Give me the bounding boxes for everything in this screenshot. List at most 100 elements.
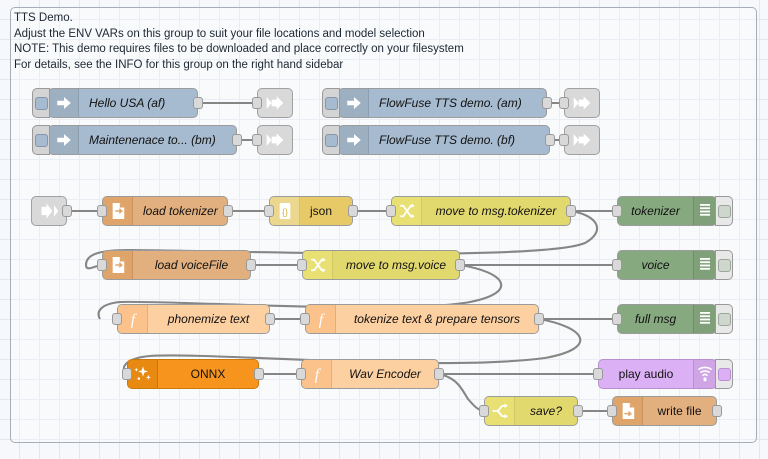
debug-toggle-swatch	[717, 258, 731, 272]
output-port[interactable]	[265, 313, 275, 325]
inject-node-flowfuse-bf[interactable]: FlowFuse TTS demo. (bf)	[322, 125, 555, 155]
node-label: Wav Encoder	[349, 367, 421, 381]
function-icon: f	[302, 360, 332, 388]
output-port[interactable]	[573, 405, 583, 417]
input-port[interactable]	[612, 259, 622, 271]
debug-bars-icon	[693, 197, 716, 225]
group-comment-line-4: For details, see the INFO for this group…	[14, 58, 344, 71]
inject-arrow-icon	[49, 89, 79, 117]
node-label: save?	[529, 404, 563, 418]
node-label: ONNX	[190, 367, 226, 381]
speaker-icon	[693, 360, 716, 388]
file-in-node-load-voicefile[interactable]: load voiceFile	[97, 250, 256, 280]
link-out-node-2[interactable]	[252, 125, 293, 155]
output-port[interactable]	[455, 259, 465, 271]
inject-button-maintenance[interactable]	[32, 125, 50, 155]
change-node-move-to-msg-voice[interactable]: move to msg.voice	[297, 250, 465, 280]
output-port[interactable]	[566, 205, 576, 217]
link-in-node-1[interactable]	[31, 196, 72, 226]
link-out-node-1[interactable]	[252, 88, 293, 118]
audio-out-node-play-audio[interactable]: play audio	[593, 359, 733, 389]
debug-toggle-button-full-msg[interactable]	[715, 304, 733, 334]
file-out-node-write-file[interactable]: write file	[607, 396, 722, 426]
node-label: FlowFuse TTS demo. (am)	[379, 96, 522, 110]
output-port[interactable]	[193, 97, 203, 109]
input-port[interactable]	[97, 205, 107, 217]
file-in-node-load-tokenizer[interactable]: load tokenizer	[97, 196, 233, 226]
group-comment-line-1: TTS Demo.	[14, 12, 73, 24]
shuffle-icon	[303, 251, 333, 279]
function-icon: f	[118, 305, 148, 333]
inject-button-flowfuse-am[interactable]	[322, 88, 340, 118]
audio-toggle-button[interactable]	[715, 359, 733, 389]
input-port[interactable]	[612, 313, 622, 325]
function-icon: f	[306, 305, 336, 333]
input-port[interactable]	[122, 368, 132, 380]
node-label: load voiceFile	[154, 258, 229, 272]
input-port[interactable]	[559, 97, 569, 109]
link-out-node-3[interactable]	[559, 88, 600, 118]
node-label: json	[310, 204, 333, 218]
sparkle-icon	[128, 360, 158, 388]
output-port[interactable]	[542, 97, 552, 109]
output-port[interactable]	[712, 405, 722, 417]
audio-toggle-swatch	[717, 367, 731, 381]
inject-button-hello-usa[interactable]	[32, 88, 50, 118]
svg-text:f: f	[314, 367, 321, 384]
output-port[interactable]	[434, 368, 444, 380]
node-label: Hello USA (af)	[89, 96, 166, 110]
debug-toggle-button-voice[interactable]	[715, 250, 733, 280]
debug-node-tokenizer[interactable]: tokenizer	[612, 196, 733, 226]
input-port[interactable]	[612, 205, 622, 217]
file-out-icon	[613, 397, 643, 425]
inject-node-flowfuse-am[interactable]: FlowFuse TTS demo. (am)	[322, 88, 552, 118]
input-port[interactable]	[607, 405, 617, 417]
debug-toggle-button-tokenizer[interactable]	[715, 196, 733, 226]
output-port[interactable]	[348, 205, 358, 217]
input-port[interactable]	[593, 368, 603, 380]
link-out-node-4[interactable]	[559, 125, 600, 155]
json-node[interactable]: {} json	[264, 196, 358, 226]
group-comment-line-3: NOTE: This demo requires files to be dow…	[14, 43, 464, 55]
node-label: move to msg.voice	[345, 258, 447, 272]
output-port[interactable]	[545, 134, 555, 146]
inject-arrow-icon	[49, 126, 79, 154]
change-node-move-to-msg-tokenizer[interactable]: move to msg.tokenizer	[386, 196, 576, 226]
output-port[interactable]	[62, 205, 72, 217]
input-port[interactable]	[300, 313, 310, 325]
output-port[interactable]	[254, 368, 264, 380]
debug-toggle-swatch	[717, 312, 731, 326]
inject-button-swatch	[34, 96, 48, 110]
input-port[interactable]	[112, 313, 122, 325]
inject-node-hello-usa[interactable]: Hello USA (af)	[32, 88, 203, 118]
output-port[interactable]	[223, 205, 233, 217]
inject-node-maintenance[interactable]: Maintenenace to... (bm)	[32, 125, 242, 155]
inject-button-flowfuse-bf[interactable]	[322, 125, 340, 155]
function-node-tokenize-text[interactable]: f tokenize text & prepare tensors	[300, 304, 544, 334]
input-port[interactable]	[297, 259, 307, 271]
onnx-node[interactable]: ONNX	[122, 359, 264, 389]
input-port[interactable]	[252, 97, 262, 109]
input-port[interactable]	[296, 368, 306, 380]
svg-text:{}: {}	[282, 207, 288, 217]
inject-button-swatch	[324, 96, 338, 110]
input-port[interactable]	[252, 134, 262, 146]
debug-node-full-msg[interactable]: full msg	[612, 304, 733, 334]
input-port[interactable]	[386, 205, 396, 217]
switch-node-save[interactable]: save?	[479, 396, 583, 426]
debug-node-voice[interactable]: voice	[612, 250, 733, 280]
output-port[interactable]	[534, 313, 544, 325]
input-port[interactable]	[264, 205, 274, 217]
input-port[interactable]	[559, 134, 569, 146]
node-label: phonemize text	[167, 312, 250, 326]
node-label: tokenizer	[631, 204, 680, 218]
input-port[interactable]	[479, 405, 489, 417]
output-port[interactable]	[246, 259, 256, 271]
function-node-wav-encoder[interactable]: f Wav Encoder	[296, 359, 444, 389]
input-port[interactable]	[97, 259, 107, 271]
function-node-phonemize-text[interactable]: f phonemize text	[112, 304, 275, 334]
shuffle-icon	[392, 197, 422, 225]
output-port[interactable]	[232, 134, 242, 146]
debug-toggle-swatch	[717, 204, 731, 218]
